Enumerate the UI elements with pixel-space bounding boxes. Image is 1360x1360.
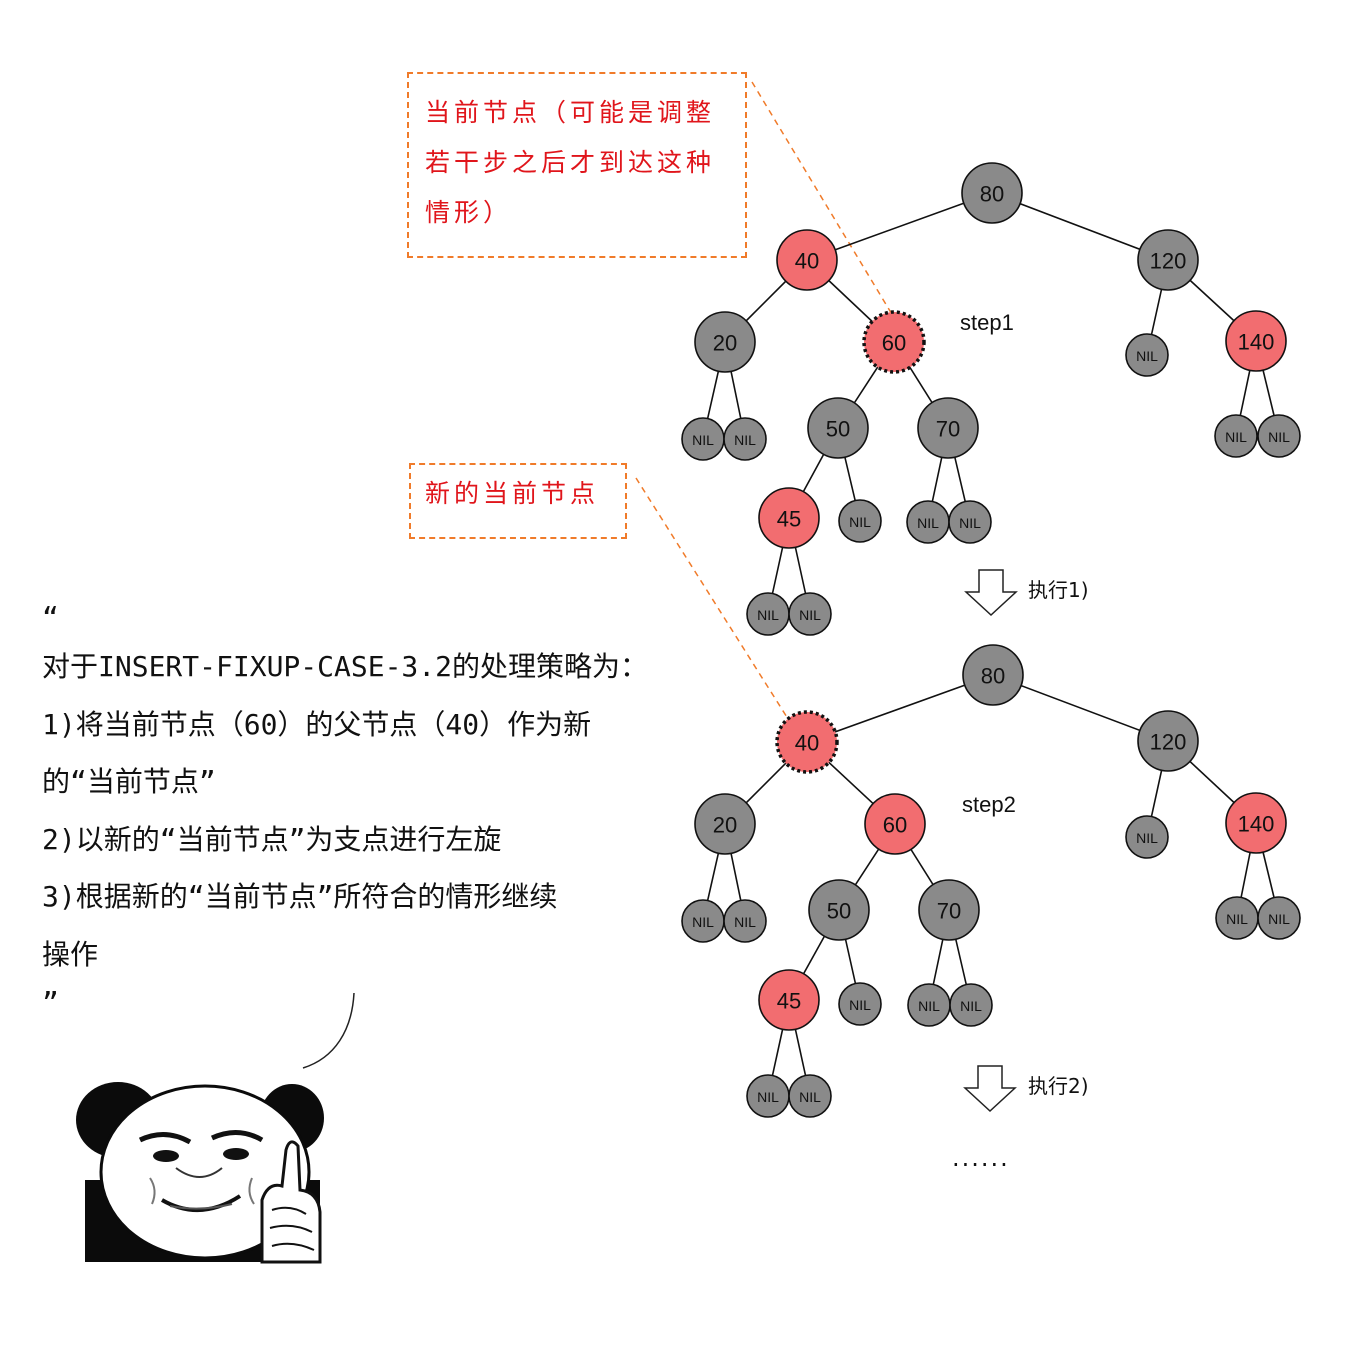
nil-node-nil140b (1257, 896, 1301, 940)
node-label-70: 70 (936, 417, 960, 442)
explanation-line-3: 的“当前节点” (42, 765, 216, 798)
node-label-50: 50 (827, 899, 851, 924)
node-label-80: 80 (980, 182, 1004, 207)
node-label-nil140a: NIL (1225, 429, 1247, 445)
node-label-120: 120 (1150, 730, 1187, 755)
node-label-140: 140 (1238, 812, 1275, 837)
tree-edge-80-40 (806, 674, 994, 743)
node-label-nil70b: NIL (959, 515, 981, 531)
speech-bubble-tail (302, 992, 355, 1069)
tree-node-20 (694, 793, 756, 855)
node-label-60: 60 (882, 331, 906, 356)
tree-node-20 (694, 311, 756, 373)
explanation-line-2: 1)将当前节点（60）的父节点（40）作为新 (42, 707, 592, 741)
open-quote: “ (42, 601, 59, 634)
node-label-40: 40 (795, 249, 819, 274)
node-label-nil50: NIL (849, 514, 871, 530)
node-label-nil140b: NIL (1268, 429, 1290, 445)
current-node-callout: 当前节点（可能是调整若干步之后才到达这种情形） (407, 72, 747, 258)
nil-node-nil140b (1257, 414, 1301, 458)
explanation-text: “ 对于INSERT-FIXUP-CASE-3.2的处理策略为： 1)将当前节点… (42, 598, 662, 1023)
nil-node-nil20b (723, 417, 767, 461)
node-label-nil20a: NIL (692, 914, 714, 930)
close-quote: ” (42, 986, 59, 1019)
node-label-nil50: NIL (849, 997, 871, 1013)
tree-edge-80-120 (992, 674, 1169, 742)
tree-edge-80-120 (991, 192, 1169, 261)
callout-leader-line-1 (751, 81, 894, 317)
down-arrow-icon (964, 569, 1018, 617)
tree-node-80 (962, 644, 1024, 706)
node-label-60: 60 (883, 813, 907, 838)
node-label-140: 140 (1238, 330, 1275, 355)
tree-node-70 (918, 879, 980, 941)
node-label-nil45a: NIL (757, 1089, 779, 1105)
step1-label: step1 (960, 310, 1014, 335)
node-label-nil20a: NIL (692, 432, 714, 448)
nil-node-nil120 (1125, 333, 1169, 377)
tree-node-50 (808, 879, 870, 941)
node-label-50: 50 (826, 417, 850, 442)
node-label-20: 20 (713, 331, 737, 356)
node-label-nil45b: NIL (799, 607, 821, 623)
explanation-line-5: 3)根据新的“当前节点”所符合的情形继续 (42, 880, 558, 913)
nil-node-nil50 (838, 982, 882, 1026)
explanation-line-6: 操作 (42, 937, 99, 971)
node-label-70: 70 (937, 899, 961, 924)
node-label-nil120: NIL (1136, 830, 1158, 846)
tree-node-120 (1137, 229, 1199, 291)
nil-node-nil45b (788, 592, 832, 636)
tree-node-120 (1137, 710, 1199, 772)
nil-node-nil120 (1125, 815, 1169, 859)
node-label-nil20b: NIL (734, 432, 756, 448)
nil-node-nil50 (838, 499, 882, 543)
node-label-nil45b: NIL (799, 1089, 821, 1105)
node-label-20: 20 (713, 813, 737, 838)
node-label-nil70b: NIL (960, 998, 982, 1014)
node-label-nil45a: NIL (757, 607, 779, 623)
node-label-45: 45 (777, 507, 801, 532)
action1-label: 执行1) (1028, 578, 1089, 602)
tree-node-45 (758, 969, 820, 1031)
tree-node-60 (862, 310, 926, 374)
node-label-nil70a: NIL (918, 998, 940, 1014)
explanation-line-1: 对于INSERT-FIXUP-CASE-3.2的处理策略为： (42, 650, 649, 683)
step2-label: step2 (962, 792, 1016, 817)
nil-node-nil70b (949, 983, 993, 1027)
tree-node-50 (807, 397, 869, 459)
node-label-120: 120 (1150, 249, 1187, 274)
down-arrow-icon (963, 1065, 1017, 1113)
node-label-nil140b: NIL (1268, 911, 1290, 927)
panda-meme-icon (76, 1082, 324, 1264)
node-label-nil140a: NIL (1226, 911, 1248, 927)
node-label-40: 40 (795, 731, 819, 756)
nil-node-nil140a (1214, 414, 1258, 458)
tree-node-40 (776, 229, 838, 291)
node-label-nil20b: NIL (734, 914, 756, 930)
tree-node-60 (864, 793, 926, 855)
nil-node-nil45b (788, 1074, 832, 1118)
tree-node-70 (917, 397, 979, 459)
tree-node-45 (758, 487, 820, 549)
nil-node-nil70b (948, 500, 992, 544)
tree-node-80 (961, 162, 1023, 224)
tree-edge-80-40 (806, 192, 993, 261)
node-label-nil70a: NIL (917, 515, 939, 531)
node-label-80: 80 (981, 664, 1005, 689)
node-label-45: 45 (777, 989, 801, 1014)
tree-node-140 (1225, 792, 1287, 854)
continuation-dots: ...... (952, 1144, 1010, 1172)
nil-node-nil20b (723, 899, 767, 943)
node-label-nil120: NIL (1136, 348, 1158, 364)
tree-node-40 (775, 710, 839, 774)
new-current-node-callout: 新的当前节点 (409, 463, 627, 539)
callout-leader-line-2 (635, 477, 791, 723)
action2-label: 执行2) (1028, 1074, 1089, 1098)
tree-node-140 (1225, 310, 1287, 372)
explanation-line-4: 2)以新的“当前节点”为支点进行左旋 (42, 822, 502, 856)
